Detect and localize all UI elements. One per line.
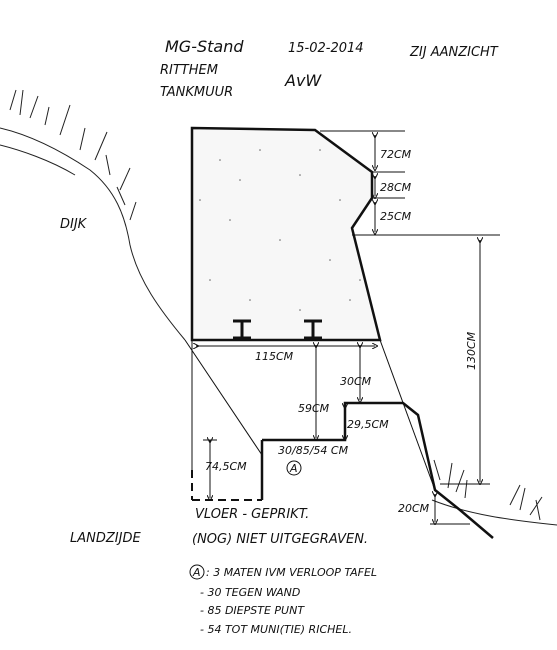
svg-text:A: A <box>192 566 201 579</box>
dim-25: 25CM <box>380 210 412 223</box>
dim-29-5: 29,5CM <box>347 418 389 431</box>
dim-130: 130CM <box>465 331 478 370</box>
dim-30: 30CM <box>340 375 372 388</box>
dike-slope <box>0 89 186 341</box>
dim-28: 28CM <box>380 181 412 194</box>
legend-line-2: - 30 TEGEN WAND <box>200 586 300 599</box>
niet-uitgegraven-label: (NOG) NIET UITGEGRAVEN. <box>192 532 368 547</box>
vloer-label: VLOER - GEPRIKT. <box>195 507 309 522</box>
dashed-floor <box>191 470 262 501</box>
dimension-lines <box>196 130 500 524</box>
dijk-label: DIJK <box>60 217 88 232</box>
landzijde-label: LANDZIJDE <box>70 531 141 546</box>
dike-to-floor-line <box>184 339 263 456</box>
grass-right <box>431 459 557 526</box>
marker-a: A <box>286 460 302 476</box>
legend-line-3: - 85 DIEPSTE PUNT <box>200 604 305 617</box>
dim-59: 59CM <box>298 402 330 415</box>
svg-text:A: A <box>289 462 298 475</box>
title-ritthem: RITTHEM <box>160 63 218 78</box>
date-label: 15-02-2014 <box>288 41 364 56</box>
outer-slope-line <box>379 339 436 491</box>
legend-marker-a: A <box>189 564 205 580</box>
dim-115: 115CM <box>255 350 294 363</box>
i-beam-left <box>233 319 251 340</box>
bunker-wall <box>190 126 382 342</box>
title-mg-stand: MG-Stand <box>165 37 244 56</box>
legend-line-1: : 3 MATEN IVM VERLOOP TAFEL <box>206 566 377 579</box>
legend-line-4: - 54 TOT MUNI(TIE) RICHEL. <box>200 623 352 636</box>
initials-signature: AvW <box>284 71 322 90</box>
dim-20: 20CM <box>398 502 430 515</box>
view-label: ZIJ AANZICHT <box>409 45 499 60</box>
dim-72: 72CM <box>380 148 412 161</box>
title-tankmuur: TANKMUUR <box>160 85 233 100</box>
i-beam-right <box>304 319 322 340</box>
dim-variable: 30/85/54 CM <box>278 444 349 457</box>
dim-74-5: 74,5CM <box>205 460 247 473</box>
